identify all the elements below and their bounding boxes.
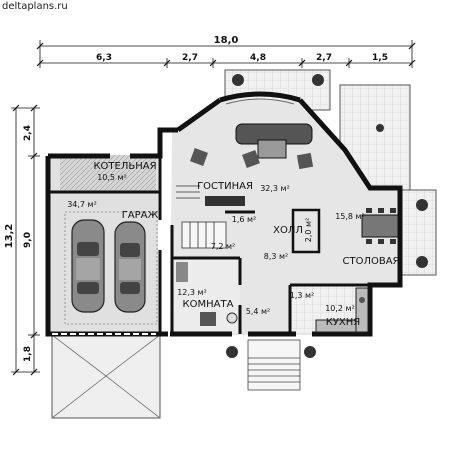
dim-left-total: 13,2 bbox=[4, 224, 15, 249]
dim-top-seg-3: 4,8 bbox=[250, 53, 266, 63]
kitchen-counters bbox=[315, 287, 369, 333]
garage-area: 34,7 м² bbox=[67, 200, 97, 209]
dim-left-seg-2: 9,0 bbox=[23, 232, 33, 248]
dim-top-total: 18,0 bbox=[214, 35, 239, 46]
dining-table bbox=[361, 208, 399, 244]
area-label-3: 2,0 м² bbox=[304, 218, 313, 243]
area-label-1: 1,6 м² bbox=[232, 215, 257, 224]
car-right bbox=[114, 221, 146, 313]
kitchen-name: КУХНЯ bbox=[326, 317, 361, 328]
dining-area: 15,8 м² bbox=[335, 212, 365, 221]
area-label-4: 5,4 м² bbox=[246, 307, 271, 316]
garage-name: ГАРАЖ bbox=[122, 210, 159, 221]
living-room-area: 32,3 м² bbox=[260, 184, 290, 193]
boiler-room-area: 10,5 м² bbox=[97, 173, 127, 182]
watermark: deltaplans.ru bbox=[2, 1, 68, 12]
boiler-room-name: КОТЕЛЬНАЯ bbox=[93, 161, 156, 172]
bedroom-area: 12,3 м² bbox=[177, 288, 207, 297]
car-left bbox=[71, 219, 105, 313]
dim-top-seg-4: 2,7 bbox=[316, 53, 332, 63]
living-room-name: ГОСТИНАЯ bbox=[197, 181, 253, 192]
dim-left-seg-1: 2,4 bbox=[23, 125, 33, 141]
kitchen-area: 10,2 м² bbox=[325, 304, 355, 313]
area-label-5: 1,3 м² bbox=[290, 291, 315, 300]
dim-top-seg-5: 1,5 bbox=[372, 53, 388, 63]
area-label-2: 7,2 м² bbox=[211, 242, 236, 251]
bedroom-name: КОМНАТА bbox=[183, 299, 234, 310]
dimension-ticks bbox=[12, 42, 416, 376]
dim-left-seg-3: 1,8 bbox=[23, 346, 33, 362]
entrance-steps bbox=[247, 339, 301, 391]
staircase bbox=[176, 185, 227, 249]
interior-walls bbox=[48, 156, 370, 334]
dining-name: СТОЛОВАЯ bbox=[342, 256, 399, 267]
room-furniture bbox=[176, 262, 238, 326]
hall-area: 8,3 м² bbox=[264, 252, 289, 261]
plants bbox=[226, 74, 428, 358]
hall-name: ХОЛЛ bbox=[273, 225, 303, 236]
dim-top-seg-2: 2,7 bbox=[182, 53, 198, 63]
living-bay-window bbox=[219, 91, 301, 105]
living-furniture bbox=[190, 123, 314, 206]
dim-top-seg-1: 6,3 bbox=[96, 53, 112, 63]
garage-parking-zone bbox=[64, 211, 158, 325]
